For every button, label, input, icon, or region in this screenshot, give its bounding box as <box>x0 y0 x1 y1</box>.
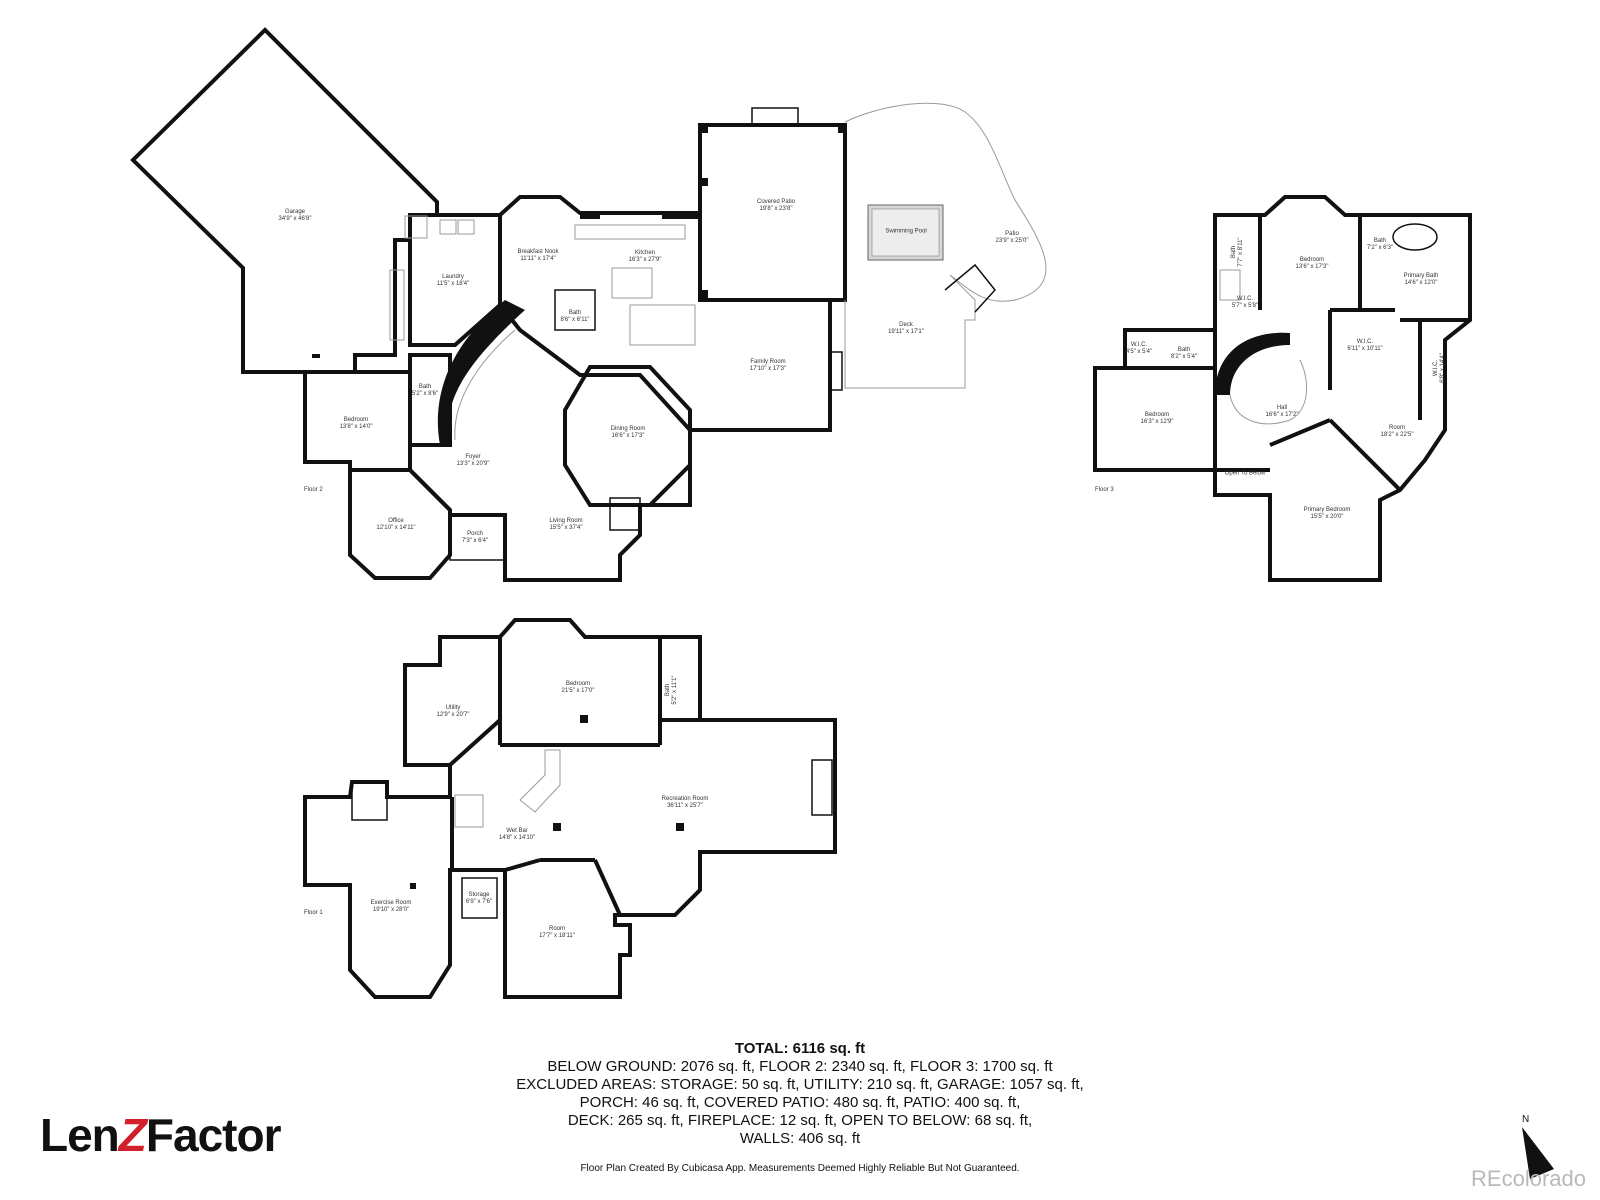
garage-post <box>312 354 320 358</box>
exercise-closet <box>351 781 388 821</box>
room-label-wic-f3c: W.I.C.6'11" x 10'11" <box>1347 339 1383 352</box>
room-label-swimming-pool: Swimming Pool <box>885 228 927 235</box>
floor-3-walls <box>1093 195 1472 582</box>
storage-walls <box>461 877 498 919</box>
kitchen-counter <box>629 304 696 346</box>
room-label-open-to-below: Open To Below <box>1224 470 1266 477</box>
summary-line: DECK: 265 sq. ft, FIREPLACE: 12 sq. ft, … <box>567 1112 1033 1129</box>
lenzfactor-logo: LenZFactor <box>40 1109 281 1161</box>
dining-room-walls <box>563 365 692 507</box>
laundry-walls <box>408 213 502 347</box>
patio-outline <box>844 102 1047 389</box>
room-label-wic-f3d: W.I.C.6'8" x 14'4" <box>1433 353 1446 383</box>
garage-door-line <box>299 64 361 126</box>
summary-line: BELOW GROUND: 2076 sq. ft, FLOOR 2: 2340… <box>547 1058 1053 1075</box>
bathtub <box>1392 223 1438 251</box>
room-label-wic-f3a: W.I.C.5'7" x 5'8" <box>1231 296 1259 309</box>
kitchen-walls <box>498 195 832 432</box>
floor-3-plan <box>1093 195 1472 582</box>
garage-door-line <box>154 179 244 269</box>
family-room-fireplace <box>829 351 843 391</box>
floor-2-label: Floor 2 <box>304 487 323 493</box>
summary-line: WALLS: 406 sq. ft <box>739 1130 861 1147</box>
washer <box>439 219 457 235</box>
curved-stair <box>437 300 525 445</box>
floor-3-label: Floor 3 <box>1095 487 1114 493</box>
garage-walls <box>130 27 439 374</box>
kitchen-counter <box>574 224 686 240</box>
laundry-stairs <box>404 215 428 239</box>
dryer <box>457 219 475 235</box>
laundry-counter <box>389 269 405 341</box>
floor-2-plan <box>130 27 1047 582</box>
covered-patio-fireplace <box>751 107 799 127</box>
kitchen-appliance <box>662 211 700 219</box>
kitchen-appliance <box>580 211 600 219</box>
office-walls <box>348 468 452 580</box>
curved-stair-f3 <box>1215 332 1290 395</box>
kitchen-island <box>611 267 653 299</box>
shower <box>1219 269 1241 301</box>
summary-total: TOTAL: 6116 sq. ft <box>734 1040 866 1057</box>
floor-1-label: Floor 1 <box>304 910 323 916</box>
bath-f2a-walls <box>554 289 596 331</box>
north-arrow-icon <box>1522 1127 1554 1179</box>
wet-bar-counter <box>519 749 561 813</box>
rec-room-fireplace <box>811 759 833 816</box>
stairs-f1 <box>454 794 484 828</box>
floor-1-walls <box>303 618 837 999</box>
porch-walls <box>449 514 506 561</box>
room-label-wic-f3b: W.I.C.4'5" x 5'4" <box>1125 342 1153 355</box>
recolorado-watermark: REcolorado <box>1471 1166 1586 1191</box>
floor-1-plan <box>303 618 837 999</box>
summary-line: EXCLUDED AREAS: STORAGE: 50 sq. ft, UTIL… <box>516 1076 1084 1093</box>
summary-line: PORCH: 46 sq. ft, COVERED PATIO: 480 sq.… <box>579 1094 1021 1111</box>
disclaimer-text: Floor Plan Created By Cubicasa App. Meas… <box>580 1163 1020 1174</box>
north-label: N <box>1522 1114 1530 1125</box>
area-summary: TOTAL: 6116 sq. ft BELOW GROUND: 2076 sq… <box>440 1040 1160 1148</box>
living-room-fireplace <box>609 497 641 531</box>
deck-stairs <box>944 263 996 313</box>
